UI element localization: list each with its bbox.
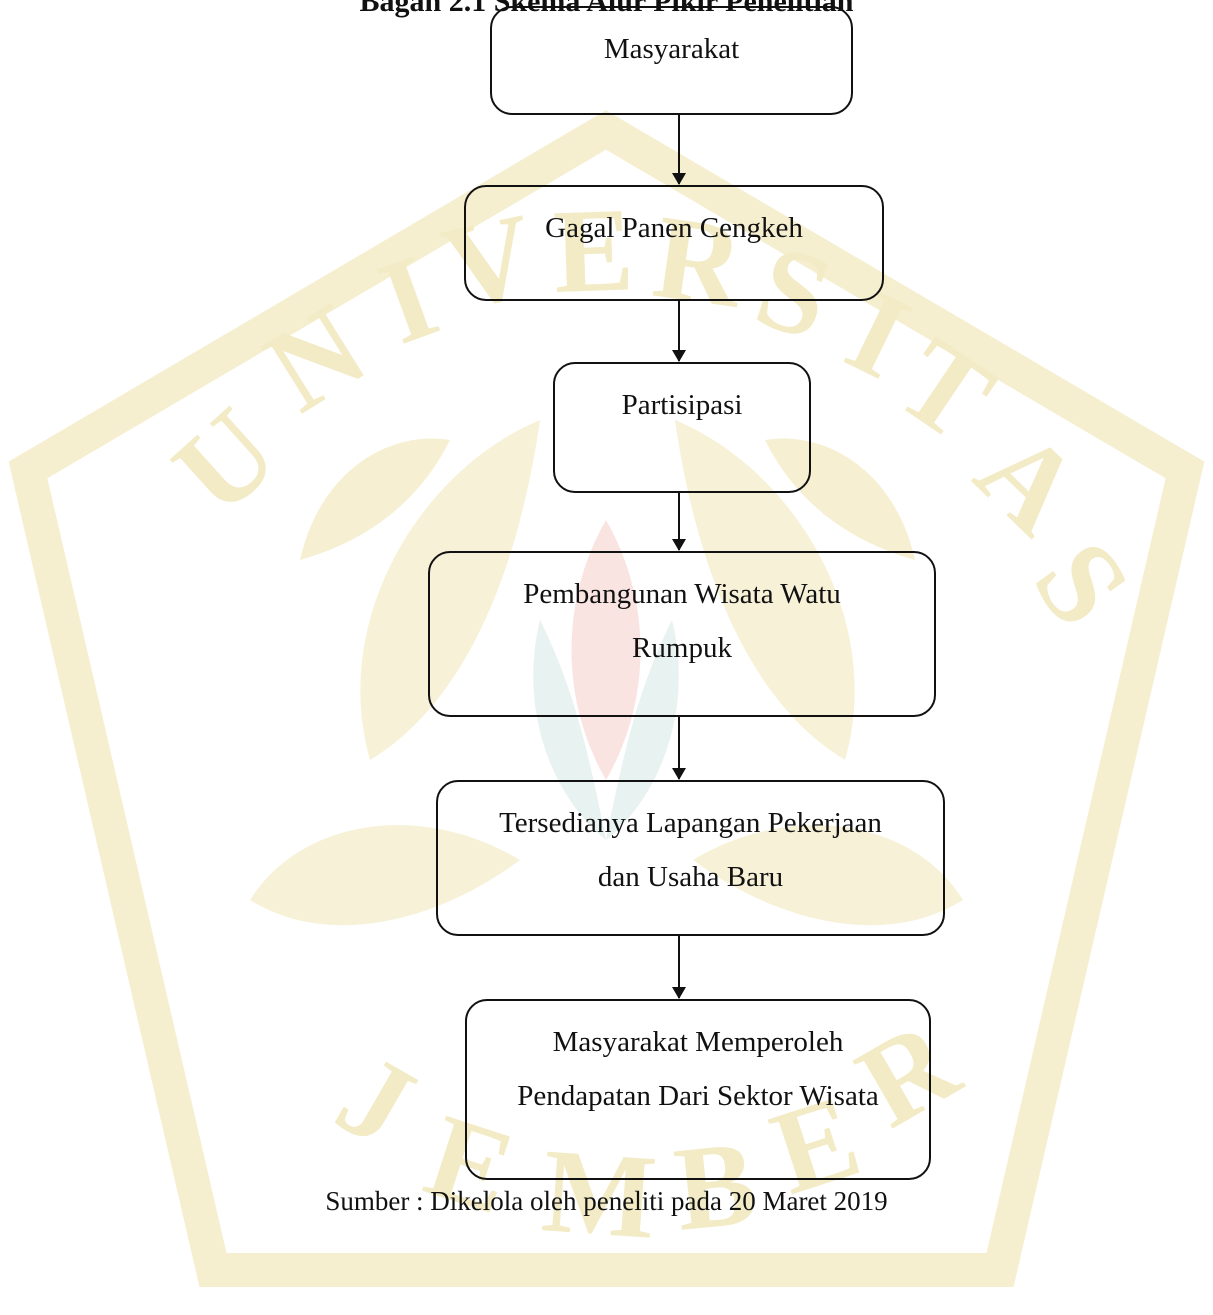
node-lapangan-line-1: Tersedianya Lapangan Pekerjaan [499,807,882,839]
svg-text:R: R [646,189,752,333]
node-gagal-panen-line-1: Gagal Panen Cengkeh [545,212,803,244]
node-gagal-panen-cengkeh: Gagal Panen Cengkeh [464,185,884,301]
watermark-flame-teal [533,620,606,840]
watermark-flame-teal-right [606,620,679,840]
watermark-pentagon [8,110,1205,1287]
watermark-base-left [250,825,520,926]
svg-text:B: B [669,1115,763,1256]
watermark-leaf-left [360,420,540,760]
node-partisipasi: Partisipasi [553,362,811,493]
node-pembangunan-line-1: Pembangunan Wisata Watu [523,578,841,610]
watermark-base-right [693,825,963,926]
node-partisipasi-line-1: Partisipasi [621,389,743,421]
node-pendapatan-wisata: Masyarakat Memperoleh Pendapatan Dari Se… [465,999,931,1180]
node-masyarakat: Masyarakat [490,6,853,115]
diagram-title: Bagan 2.1 Skema Alur Pikir Penelitian [359,0,854,18]
node-pembangunan-wisata: Pembangunan Wisata Watu Rumpuk [428,551,936,717]
node-pendapatan-line-1: Masyarakat Memperoleh [552,1026,844,1058]
node-pembangunan-line-2: Rumpuk [632,632,732,664]
node-lapangan-pekerjaan: Tersedianya Lapangan Pekerjaan dan Usaha… [436,780,945,936]
svg-text:M: M [538,1123,660,1264]
node-masyarakat-line-1: Masyarakat [603,33,740,65]
watermark-leaf-mid-left [300,438,450,560]
svg-text:E: E [551,182,636,318]
node-pendapatan-line-2: Pendapatan Dari Sektor Wisata [517,1080,879,1112]
watermark-leaf-right [675,420,855,760]
source-caption: Sumber : Dikelola oleh peneliti pada 20 … [325,1186,888,1216]
watermark-leaf-mid-right [765,438,915,560]
node-lapangan-line-2: dan Usaha Baru [597,861,784,893]
